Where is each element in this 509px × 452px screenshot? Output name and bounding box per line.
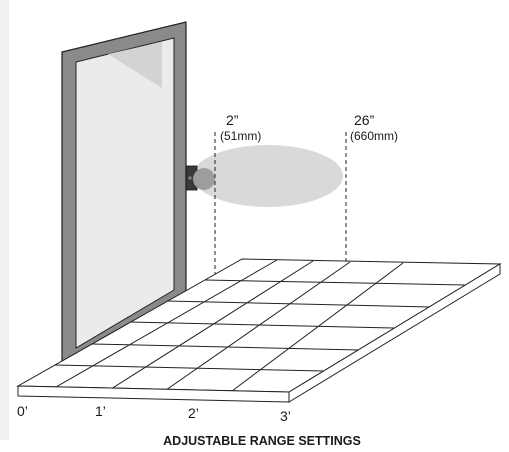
diagram-caption: ADJUSTABLE RANGE SETTINGS bbox=[163, 434, 361, 448]
floor-tick-0: 0’ bbox=[17, 403, 28, 419]
range-min-mm: (51mm) bbox=[220, 129, 261, 143]
sensor-lens bbox=[193, 168, 215, 190]
range-max-inches: 26” bbox=[354, 112, 375, 128]
door bbox=[61, 21, 187, 368]
detection-zone bbox=[193, 145, 343, 207]
floor-side-edge bbox=[288, 263, 501, 403]
sensor-dot bbox=[188, 176, 192, 180]
floor-tick-1: 1’ bbox=[95, 403, 106, 419]
floor-tick-3: 3’ bbox=[280, 408, 291, 424]
sensor bbox=[185, 165, 215, 191]
floor-grid bbox=[16, 258, 502, 403]
door-reflection bbox=[108, 42, 162, 88]
range-min-inches: 2” bbox=[226, 112, 239, 128]
range-max-mm: (660mm) bbox=[350, 129, 398, 143]
floor-tick-2: 2’ bbox=[188, 405, 199, 421]
door-panel bbox=[75, 37, 175, 349]
left-edge-strip bbox=[0, 0, 9, 440]
